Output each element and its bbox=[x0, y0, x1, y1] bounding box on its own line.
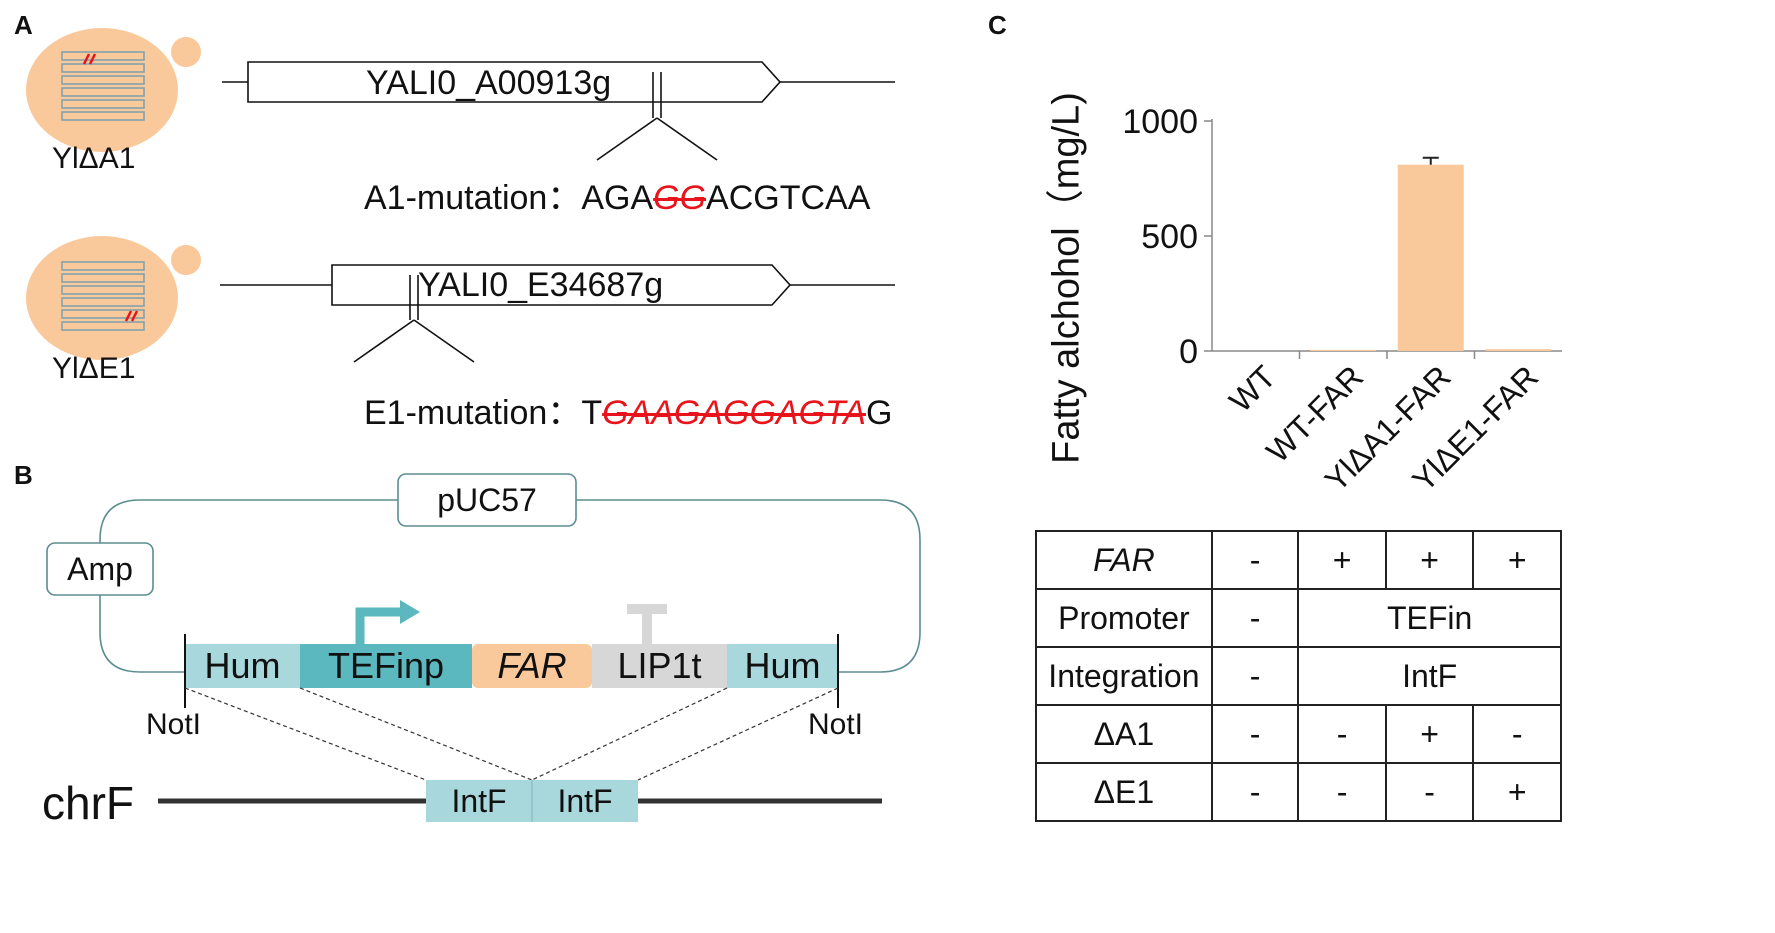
table-cell: + bbox=[1384, 530, 1475, 590]
yeast-cell-e1 bbox=[26, 236, 201, 360]
mutation-e1-prefix: T bbox=[581, 394, 603, 432]
part-hum-left: Hum bbox=[204, 645, 281, 686]
table-cell: - bbox=[1210, 762, 1300, 822]
row-label: Promoter bbox=[1035, 588, 1213, 648]
table-cell: + bbox=[1384, 704, 1475, 764]
table-cell: - bbox=[1210, 588, 1300, 648]
table-row: FAR-+++ bbox=[1035, 530, 1562, 590]
marker-label: Amp bbox=[67, 550, 133, 587]
bar bbox=[1485, 349, 1552, 351]
table-cell: + bbox=[1297, 530, 1387, 590]
y-tick-label: 0 bbox=[1179, 333, 1198, 371]
chromosome-label: chrF bbox=[42, 777, 134, 829]
table-cell: TEFin bbox=[1297, 588, 1562, 648]
mutation-e1-label: E1-mutation： bbox=[364, 394, 582, 432]
site-label-left: NotI bbox=[146, 708, 202, 741]
mutation-e1: E1-mutation：TGAAGAGGAGTAG bbox=[364, 385, 892, 434]
x-tick-label: WT bbox=[1222, 358, 1283, 419]
table-cell: - bbox=[1297, 704, 1387, 764]
strain-label-a1: YlΔA1 bbox=[52, 142, 136, 175]
terminator-icon bbox=[627, 604, 667, 644]
mutation-a1-prefix: AGA bbox=[581, 179, 654, 217]
table-cell: - bbox=[1210, 704, 1300, 764]
row-label: FAR bbox=[1035, 530, 1213, 590]
site-label-right: NotI bbox=[808, 708, 864, 741]
gene-label-a1: YALI0_A00913g bbox=[366, 64, 612, 102]
table-cell: + bbox=[1472, 762, 1562, 822]
bar bbox=[1397, 164, 1464, 351]
mutation-e1-suffix: G bbox=[865, 394, 893, 432]
table-row: ΔA1--+- bbox=[1035, 704, 1562, 764]
yeast-cell-a1 bbox=[26, 28, 201, 152]
panel-a-diagram bbox=[26, 28, 895, 363]
backbone-label: pUC57 bbox=[437, 481, 537, 518]
part-tefinp: TEFinp bbox=[327, 645, 445, 686]
panel-label-a: A bbox=[14, 10, 33, 40]
mutation-a1: A1-mutation：AGAGGACGTCAA bbox=[364, 170, 870, 219]
promoter-arrow-icon bbox=[355, 600, 420, 644]
int-label-left: IntF bbox=[451, 782, 507, 819]
part-hum-right: Hum bbox=[744, 645, 821, 686]
part-far: FAR bbox=[497, 645, 567, 686]
gene-track-e1 bbox=[220, 264, 895, 363]
table-row: ΔE1---+ bbox=[1035, 762, 1562, 822]
table-cell: - bbox=[1472, 704, 1562, 764]
strain-label-e1: YlΔE1 bbox=[52, 352, 136, 385]
y-tick-label: 1000 bbox=[1122, 103, 1198, 141]
row-label: ΔA1 bbox=[1035, 704, 1213, 764]
y-tick-label: 500 bbox=[1141, 218, 1198, 256]
table-row: Promoter-TEFin bbox=[1035, 588, 1562, 648]
table-cell: - bbox=[1384, 762, 1475, 822]
table-cell: - bbox=[1210, 646, 1300, 706]
panel-label-b: B bbox=[14, 460, 33, 490]
int-label-right: IntF bbox=[557, 782, 613, 819]
gene-label-e1: YALI0_E34687g bbox=[418, 266, 664, 304]
part-lip1t: LIP1t bbox=[617, 645, 702, 686]
mutation-a1-suffix: ACGTCAA bbox=[706, 179, 871, 217]
gene-track-a1 bbox=[222, 61, 895, 161]
row-label: Integration bbox=[1035, 646, 1213, 706]
table-cell: IntF bbox=[1297, 646, 1562, 706]
panel-b-diagram bbox=[46, 473, 921, 822]
row-label: ΔE1 bbox=[1035, 762, 1213, 822]
mutation-a1-deleted: GG bbox=[653, 179, 707, 217]
table-cell: + bbox=[1472, 530, 1562, 590]
table-cell: - bbox=[1210, 530, 1300, 590]
table-row: Integration-IntF bbox=[1035, 646, 1562, 706]
table-cell: - bbox=[1297, 762, 1387, 822]
bar bbox=[1310, 349, 1377, 351]
chart-y-axis-label: Fatty alchohol（mg/L) bbox=[1045, 92, 1088, 464]
mutation-a1-label: A1-mutation： bbox=[364, 179, 582, 217]
panel-label-c: C bbox=[988, 10, 1007, 40]
mutation-e1-deleted: GAAGAGGAGTA bbox=[602, 394, 866, 432]
